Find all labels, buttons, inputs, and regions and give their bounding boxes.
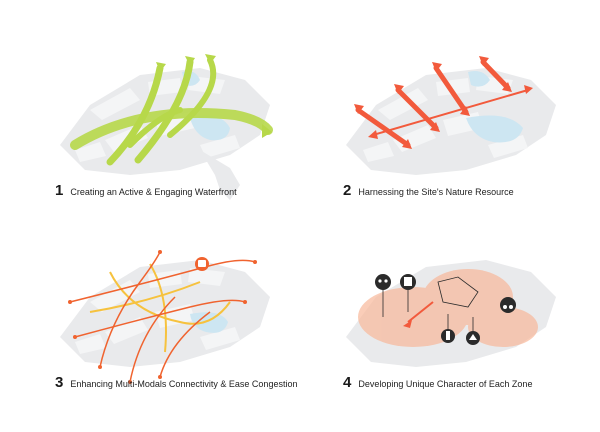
green-arrowheads bbox=[156, 54, 272, 138]
connectivity-diagram bbox=[60, 250, 270, 384]
building-icon bbox=[400, 274, 416, 290]
cyclist-icon bbox=[500, 297, 516, 313]
diagram-panel-2: 2 Harnessing the Site's Nature Resource bbox=[318, 50, 598, 240]
water-bodies bbox=[190, 312, 228, 333]
zone-highlights bbox=[358, 269, 538, 347]
panel-1-caption: 1 Creating an Active & Engaging Waterfro… bbox=[55, 182, 237, 199]
zone-character-diagram bbox=[346, 260, 556, 367]
house-icon bbox=[466, 331, 480, 345]
diagram-panel-4: 4 Developing Unique Character of Each Zo… bbox=[318, 242, 598, 432]
panel-number: 1 bbox=[55, 182, 64, 199]
panel-2-caption: 2 Harnessing the Site's Nature Resource bbox=[343, 182, 514, 199]
yellow-transit-lines bbox=[89, 263, 231, 353]
bus-icon bbox=[195, 257, 209, 271]
panel-caption-text: Developing Unique Character of Each Zone bbox=[358, 379, 533, 389]
transit-stops bbox=[68, 250, 257, 384]
panel-number: 2 bbox=[343, 182, 352, 199]
panel-caption-text: Harnessing the Site's Nature Resource bbox=[358, 187, 514, 197]
panel-3-caption: 3 Enhancing Multi-Modals Connectivity & … bbox=[55, 374, 297, 391]
panel-number: 3 bbox=[55, 374, 64, 391]
green-waterfront-arrows bbox=[70, 57, 273, 166]
panel-caption-text: Enhancing Multi-Modals Connectivity & Ea… bbox=[70, 379, 298, 389]
zone-connectors bbox=[382, 276, 479, 332]
diagram-panel-3: 3 Enhancing Multi-Modals Connectivity & … bbox=[30, 242, 310, 432]
red-axis-arrows bbox=[355, 59, 529, 148]
tower-icon bbox=[441, 329, 455, 343]
nature-resource-diagram bbox=[346, 56, 556, 175]
panel-number: 4 bbox=[343, 374, 352, 391]
water-bodies bbox=[466, 71, 523, 143]
red-link bbox=[403, 301, 434, 328]
panel-caption-text: Creating an Active & Engaging Waterfront bbox=[70, 187, 237, 197]
diagram-panel-1: 1 Creating an Active & Engaging Waterfro… bbox=[30, 50, 310, 240]
people-group-icon bbox=[375, 274, 391, 290]
orange-transit-lines bbox=[69, 251, 256, 383]
red-arrowheads bbox=[354, 56, 533, 149]
panel-4-caption: 4 Developing Unique Character of Each Zo… bbox=[343, 374, 532, 391]
waterfront-diagram bbox=[60, 54, 273, 200]
